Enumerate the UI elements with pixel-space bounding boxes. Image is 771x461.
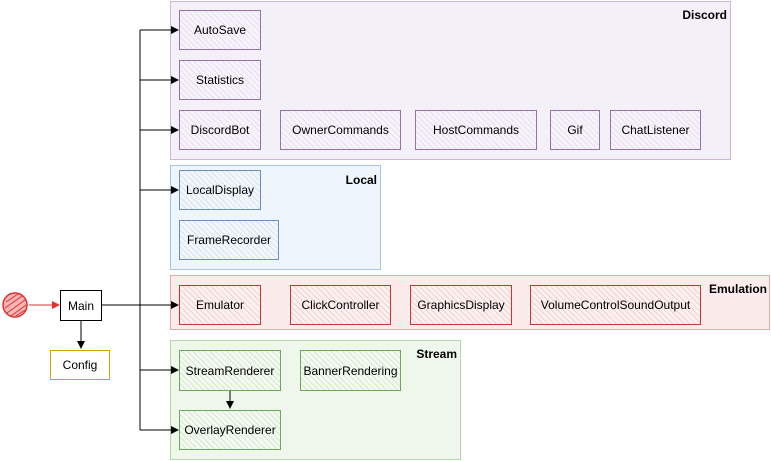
node-streamrenderer[interactable]: StreamRenderer (179, 350, 281, 391)
node-volumecontrol[interactable]: VolumeControlSoundOutput (530, 285, 701, 325)
group-stream-title: Stream (416, 347, 457, 361)
node-localdisplay[interactable]: LocalDisplay (179, 170, 261, 210)
node-hostcommands[interactable]: HostCommands (415, 110, 537, 150)
node-emulator[interactable]: Emulator (179, 285, 261, 325)
group-local-title: Local (345, 173, 377, 187)
node-overlayrenderer[interactable]: OverlayRenderer (179, 410, 281, 450)
node-autosave[interactable]: AutoSave (179, 10, 261, 50)
node-clickcontroller[interactable]: ClickController (290, 285, 391, 325)
node-config[interactable]: Config (50, 350, 110, 380)
group-emulation-title: Emulation (708, 282, 767, 296)
node-gif[interactable]: Gif (550, 110, 600, 150)
node-statistics[interactable]: Statistics (179, 60, 261, 100)
node-chatlistener[interactable]: ChatListener (610, 110, 701, 150)
node-bannerrendering[interactable]: BannerRendering (300, 350, 401, 391)
node-ownercommands[interactable]: OwnerCommands (280, 110, 401, 150)
node-framerecorder[interactable]: FrameRecorder (179, 220, 279, 260)
node-main[interactable]: Main (60, 290, 102, 321)
group-discord-title: Discord (682, 8, 727, 22)
node-graphicsdisplay[interactable]: GraphicsDisplay (410, 285, 512, 325)
node-discordbot[interactable]: DiscordBot (179, 110, 261, 150)
